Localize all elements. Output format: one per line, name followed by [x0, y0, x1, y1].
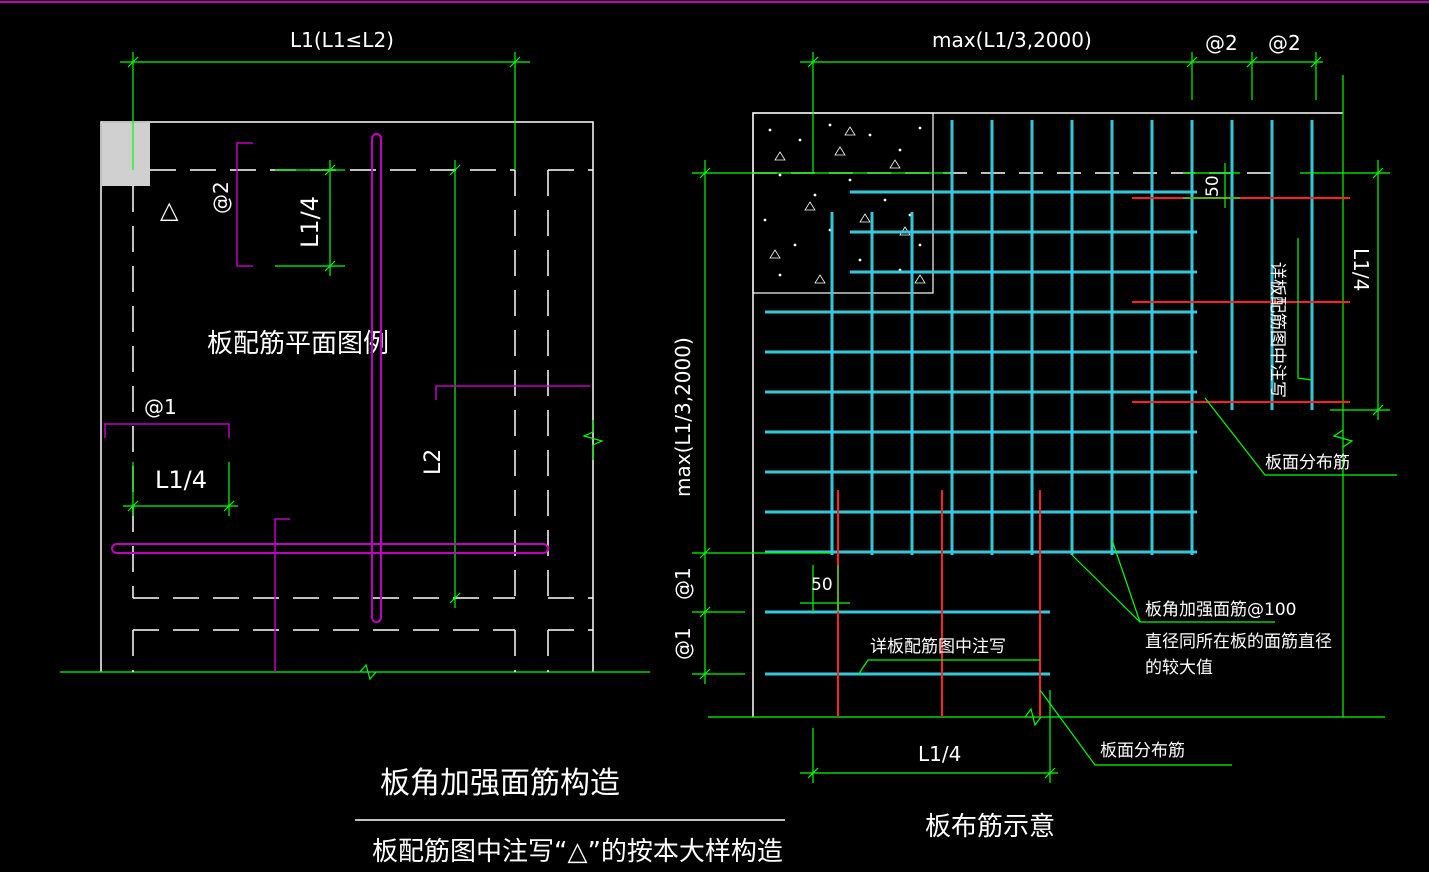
- beam-dashed-lines: [132, 169, 593, 672]
- dim-label-l1: L1(L1≤L2): [290, 28, 394, 52]
- dim-top-right: [800, 52, 1323, 173]
- rebar-bracket-bottom: [274, 518, 290, 672]
- rebar-bracket-lower: [104, 423, 230, 438]
- dim-left-vertical: [692, 160, 950, 684]
- dim-50-bottom: [800, 565, 850, 612]
- dim-label-50-bottom: 50: [811, 575, 833, 595]
- reinforce-note-line3: 的较大值: [1145, 658, 1213, 678]
- subtitle: 板配筋图中注写“△”的按本大样构造: [372, 837, 783, 867]
- leader-bottom-note: [857, 659, 1040, 676]
- spacing-label-2b: @2: [1268, 31, 1301, 55]
- dim-l1-quarter-upper: [275, 160, 345, 276]
- spacing-label-1b: @1: [671, 627, 695, 660]
- cyan-horizontal-bars: [765, 190, 1197, 676]
- label-l2: L2: [421, 449, 446, 475]
- left-detail: L1(L1≤L2) @2 △ L1/4 板配筋平面图例 L2 @1: [60, 28, 650, 681]
- dim-l1-quarter-right: [1300, 160, 1390, 420]
- leader-reinforce-note-2: [1111, 539, 1141, 623]
- rebar-vertical-left: [371, 133, 382, 623]
- right-detail: max(L1/3,2000) @2 @2 50 L1/4 详板配筋图中注写 板面…: [671, 28, 1397, 783]
- dim-label-50-top: 50: [1203, 175, 1223, 197]
- dim-50-top: [1183, 163, 1240, 208]
- slab-outline-right: [752, 112, 1343, 717]
- note-vertical: 详板配筋图中注写: [1267, 262, 1287, 398]
- dim-l1-quarter-lower: [123, 462, 238, 516]
- dim-label-max-top: max(L1/3,2000): [932, 28, 1092, 52]
- corner-column: [102, 123, 150, 186]
- triangle-symbol: △: [160, 196, 179, 224]
- dim-l2: [449, 160, 461, 608]
- spacing-label-1: @1: [144, 395, 177, 419]
- spacing-label-2a: @2: [1205, 31, 1238, 55]
- label-l1-quarter-upper: L1/4: [296, 196, 324, 248]
- concrete-corner: [752, 112, 934, 294]
- break-line-right-edge: [1332, 429, 1354, 448]
- label-l1-quarter-lower: L1/4: [155, 466, 207, 494]
- rebar-horizontal-left: [111, 543, 549, 554]
- spacing-label-1a: @1: [671, 567, 695, 600]
- leader-dist-bar-right: [1204, 397, 1397, 476]
- label-dist-bar-bottom: 板面分布筋: [1100, 741, 1185, 761]
- right-title: 板布筋示意: [925, 812, 1055, 842]
- concrete-hatch: [763, 123, 926, 284]
- break-line-bottom: [359, 663, 377, 681]
- dim-label-l1-quarter-right: L1/4: [1349, 248, 1373, 291]
- reinforce-note-line1: 板角加强面筋@100: [1145, 600, 1296, 620]
- leader-dist-bar-bottom: [1039, 689, 1232, 766]
- dim-label-l1-quarter-bottom: L1/4: [918, 742, 961, 766]
- slab-outline-left: [100, 121, 594, 672]
- dim-top-left: [120, 52, 530, 170]
- leader-vertical-note: [1297, 238, 1313, 381]
- reinforce-note-line2: 直径同所在板的面筋直径: [1145, 632, 1332, 652]
- note-bottom: 详板配筋图中注写: [870, 637, 1006, 657]
- rebar-bracket-upper: [236, 142, 253, 267]
- rebar-bracket-right: [435, 385, 590, 400]
- main-title: 板角加强面筋构造: [380, 766, 620, 801]
- dim-l1-quarter-bottom: [800, 690, 1058, 783]
- dim-label-max-left: max(L1/3,2000): [671, 337, 695, 497]
- break-line-right: [582, 420, 604, 460]
- plan-legend-label: 板配筋平面图例: [207, 329, 389, 359]
- label-dist-bar-right: 板面分布筋: [1265, 453, 1350, 473]
- break-line-bottom-right: [1024, 707, 1042, 727]
- spacing-label-2: @2: [209, 181, 233, 214]
- cyan-vertical-bars: [830, 120, 1314, 555]
